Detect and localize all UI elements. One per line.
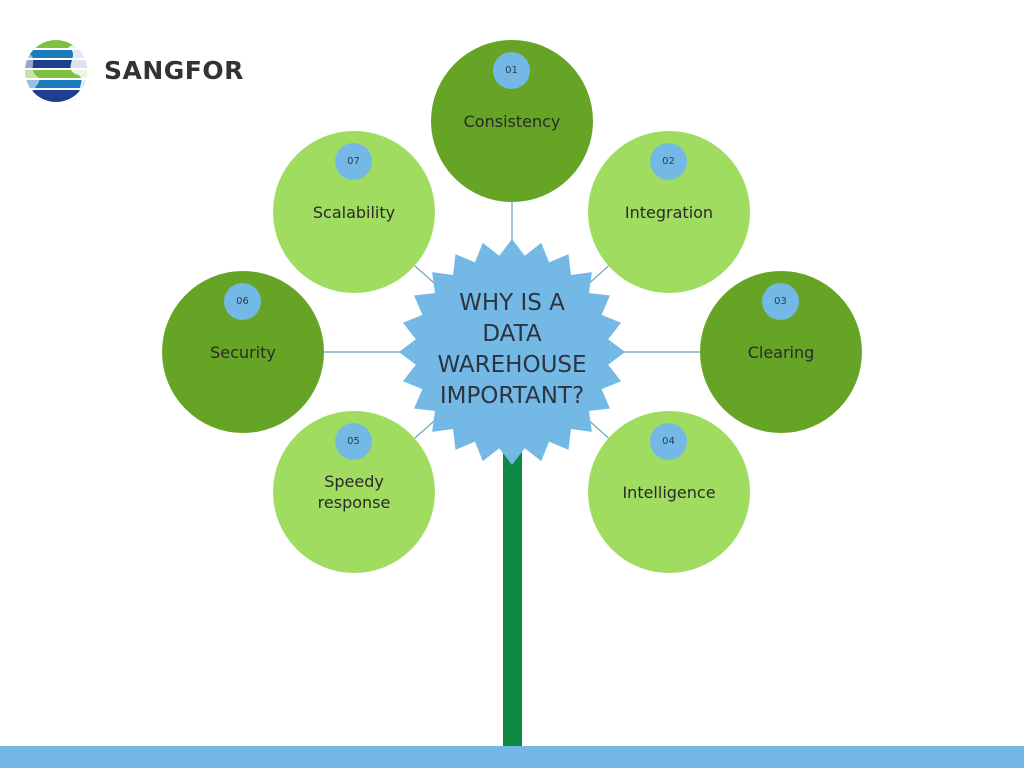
node-label: Scalability	[312, 202, 396, 222]
tree-stem	[503, 450, 522, 748]
center-starburst	[399, 239, 625, 465]
node-number-badge: 04	[650, 423, 687, 460]
node-label: Intelligence	[622, 482, 716, 502]
ground-bar	[0, 746, 1024, 768]
sangfor-logo-icon	[25, 40, 87, 102]
node-label: Integration	[624, 202, 714, 222]
brand-name: SANGFOR	[104, 56, 244, 85]
node-number-badge: 05	[335, 423, 372, 460]
node-number-badge: 07	[335, 143, 372, 180]
node-number-badge: 03	[762, 283, 799, 320]
node-label: Consistency	[463, 111, 561, 131]
node-number-badge: 02	[650, 143, 687, 180]
node-number-badge: 06	[224, 283, 261, 320]
node-label: Security	[210, 342, 276, 362]
node-number-badge: 01	[493, 52, 530, 89]
node-label: Clearing	[747, 342, 815, 362]
center-title: WHY IS A DATA WAREHOUSE IMPORTANT?	[437, 290, 587, 409]
